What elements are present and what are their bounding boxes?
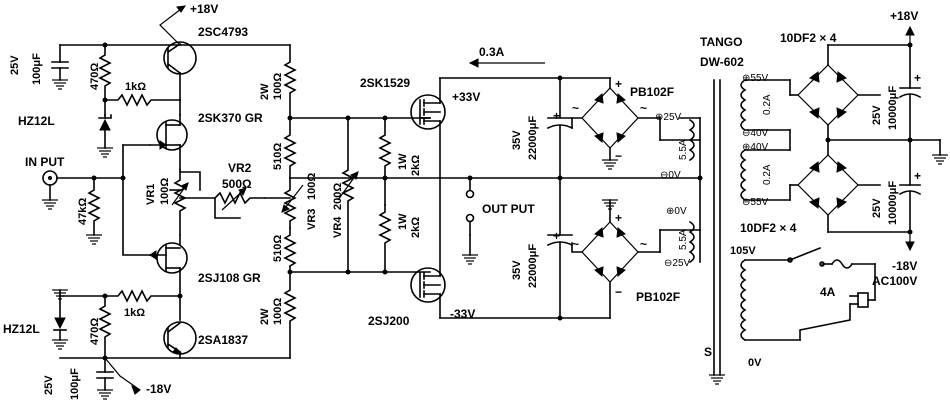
- amp-section: [41, 5, 561, 400]
- label-ac: AC100V: [872, 274, 917, 288]
- label-plus-cap-bot: +: [553, 229, 560, 243]
- label-plus33: +33V: [452, 90, 480, 104]
- label-b2-bot: 10DF2 × 4: [740, 221, 797, 235]
- label-w40-bot: ⊕40V: [742, 142, 769, 153]
- label-plus-cap-r-bot: +: [914, 169, 921, 183]
- label-c-r-top-v: 25V: [871, 105, 883, 125]
- label-r470-bot: 470Ω: [89, 318, 101, 345]
- label-sec-top-amp: 5.5A: [678, 139, 689, 160]
- label-cap-ps-top-v: 35V: [511, 130, 523, 150]
- label-tap-0: 0V: [748, 357, 762, 369]
- label-r1w-top-v: 2kΩ: [410, 155, 422, 176]
- label-vr1-val: 100Ω: [159, 178, 171, 205]
- label-2sj200: 2SJ200: [368, 314, 410, 328]
- label-cap-ps-bot-c: 22000μF: [527, 244, 539, 288]
- aux-psu: [789, 25, 949, 252]
- label-2sk1529: 2SK1529: [360, 76, 410, 90]
- label-vr2: VR2: [228, 161, 252, 175]
- label-bridge-top-tilde-l: ~: [572, 101, 579, 115]
- label-minus33: -33V: [450, 307, 475, 321]
- label-c-r-bot-v: 25V: [871, 198, 883, 218]
- main-psu: [546, 75, 703, 321]
- label-cap-bot-v: 25V: [43, 375, 55, 395]
- label-sec-top-plus: ⊕25V: [655, 112, 682, 123]
- label-trafo-model: DW-602: [700, 55, 744, 69]
- label-r1w-bot-v: 2kΩ: [410, 217, 422, 238]
- label-2sc4793: 2SC4793: [198, 25, 248, 39]
- label-r1k-bot: 1kΩ: [124, 307, 145, 319]
- label-bridge-top-tilde-r: ~: [640, 101, 647, 115]
- label-vr1: VR1: [145, 184, 157, 205]
- label-2sk370: 2SK370 GR: [198, 111, 263, 125]
- label-input: IN PUT: [25, 155, 65, 169]
- label-r1k-top: 1kΩ: [125, 81, 146, 93]
- label-fuse: 4A: [820, 285, 836, 299]
- label-r470-top: 470Ω: [89, 63, 101, 90]
- label-w02-bot: 0.2A: [762, 164, 773, 185]
- label-trafo-brand: TANGO: [700, 35, 742, 49]
- label-r510-bot: 510Ω: [272, 235, 284, 262]
- label-vr2-val: 500Ω: [222, 177, 252, 191]
- label-2sj108: 2SJ108 GR: [198, 271, 261, 285]
- label-bridge-top-minus: −: [615, 149, 622, 163]
- label-cap-top-v: 25V: [9, 55, 21, 75]
- label-b2-top: 10DF2 × 4: [780, 31, 837, 45]
- label-cap-bot-c: 100μF: [69, 368, 81, 400]
- label-zener-bot: HZ12L: [3, 322, 40, 336]
- label-r1w-top-w: 1W: [397, 153, 409, 170]
- label-minus18-bottom: -18V: [146, 382, 171, 396]
- label-zener-top: HZ12L: [18, 114, 55, 128]
- label-bridge-top-plus: +: [615, 77, 622, 91]
- label-bridge-bot-minus: −: [615, 285, 622, 299]
- label-vr3-val: 100Ω: [306, 173, 318, 200]
- label-vr4: VR4: [332, 216, 344, 238]
- label-r2w-top-v: 100Ω: [272, 73, 284, 100]
- label-cap-ps-top-c: 22000μF: [527, 116, 539, 160]
- label-w55-bot: ⊖55V: [742, 197, 769, 208]
- label-bridge-bot-tilde-r: ~: [640, 237, 647, 251]
- label-tap-105: 105V: [730, 245, 756, 257]
- label-c-r-bot-c: 10000μF: [887, 181, 899, 225]
- label-r47k: 47kΩ: [77, 198, 89, 225]
- labels: +18V 2SC4793 25V 100μF 470Ω 1kΩ HZ12L 2S…: [3, 2, 921, 400]
- label-w40-top: ⊖40V: [742, 128, 769, 139]
- label-sec-top-zero: ⊖0V: [660, 170, 681, 181]
- label-2sa1837: 2SA1837: [198, 333, 248, 347]
- transformer: [708, 78, 876, 385]
- label-cap-ps-bot-v: 35V: [511, 260, 523, 280]
- label-r2w-top-w: 2W: [259, 83, 271, 100]
- label-r1w-bot-w: 1W: [397, 213, 409, 230]
- label-plus-cap-r-top: +: [914, 71, 921, 85]
- label-sec-bot-amp: 5.5A: [678, 229, 689, 250]
- label-r2w-bot-w: 2W: [259, 308, 271, 325]
- label-vr3: VR3: [306, 209, 318, 230]
- label-c-r-top-c: 10000μF: [887, 86, 899, 130]
- label-cap-top-c: 100μF: [31, 53, 43, 85]
- label-bridge-bot-tilde-l: ~: [572, 237, 579, 251]
- label-plus-cap-top: +: [553, 109, 560, 123]
- label-w02-top: 0.2A: [762, 94, 773, 115]
- label-minus18-right: -18V: [892, 259, 917, 273]
- label-sec-bot-zero: ⊕0V: [666, 206, 687, 217]
- label-w55-top: ⊕55V: [742, 73, 769, 84]
- label-current: 0.3A: [479, 45, 505, 59]
- label-bridge-top: PB102F: [630, 85, 674, 99]
- label-vr4-val: 200Ω: [332, 183, 344, 210]
- label-output: OUT PUT: [482, 202, 535, 216]
- label-r2w-bot-v: 100Ω: [272, 298, 284, 325]
- label-sec-bot-minus: ⊖25V: [664, 258, 691, 269]
- label-bridge-bot-plus: +: [615, 211, 622, 225]
- label-plus18-top: +18V: [190, 2, 218, 16]
- label-r510-top: 510Ω: [272, 143, 284, 170]
- label-bridge-bot: PB102F: [636, 290, 680, 304]
- label-plus18-right: +18V: [890, 9, 918, 23]
- label-s: S: [704, 345, 712, 359]
